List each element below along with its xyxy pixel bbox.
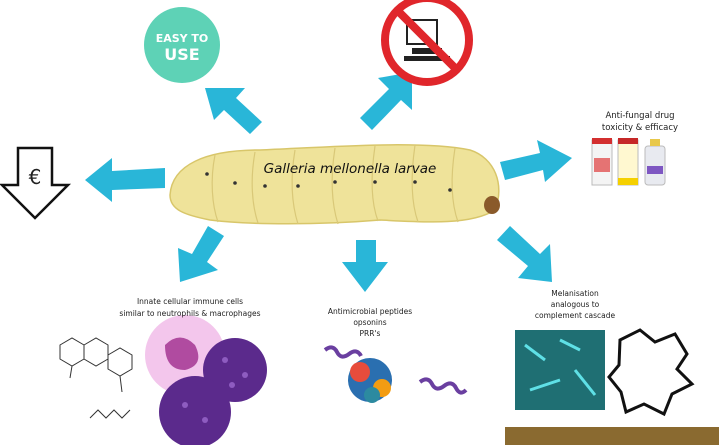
chemical-structure-image <box>59 337 133 419</box>
mel-line3: complement cascade <box>534 311 616 320</box>
larva-title: Galleria mellonella larvae <box>263 161 437 177</box>
easy-to-use-badge <box>144 7 220 83</box>
amp-label: Antimicrobial peptides opsonins PRR's <box>315 306 425 339</box>
innate-line2: similar to neutrophils & macrophages <box>119 309 261 318</box>
no-ethics-icon <box>381 0 473 86</box>
antifungal-line1: Anti-fungal drug <box>605 111 675 121</box>
arrow-to-antifungal <box>500 140 572 182</box>
arrow-to-easy-use <box>205 88 262 134</box>
mel-line2: analogous to <box>550 300 600 309</box>
arrow-to-amp <box>342 240 388 292</box>
easy-to-use-label: EASY TO USE <box>144 32 220 64</box>
tangle-sketch <box>607 328 695 417</box>
mel-line1: Melanisation <box>551 289 599 298</box>
melanisation-micrograph <box>515 330 605 410</box>
larva-image <box>169 144 500 225</box>
arrows <box>85 72 572 292</box>
easy-to-use-line1: EASY TO <box>155 32 209 45</box>
drug-vials-image <box>591 138 666 186</box>
arrow-to-melanisation <box>497 226 552 282</box>
amp-line1: Antimicrobial peptides <box>327 307 413 316</box>
immune-cells-image <box>145 315 267 445</box>
amp-line2: opsonins <box>353 318 387 327</box>
peptides-image <box>323 345 468 403</box>
euro-icon: € <box>28 165 42 189</box>
innate-line1: Innate cellular immune cells <box>136 297 244 306</box>
arrow-to-innate <box>178 226 224 282</box>
easy-to-use-line2: USE <box>164 45 200 64</box>
bottom-image-strip <box>505 427 719 445</box>
arrow-to-cost <box>85 158 165 202</box>
arrow-to-no-ethics <box>360 72 412 130</box>
antifungal-label: Anti-fungal drug toxicity & efficacy <box>565 110 715 134</box>
amp-line3: PRR's <box>359 329 381 338</box>
innate-label: Innate cellular immune cells similar to … <box>95 296 285 320</box>
melanisation-label: Melanisation analogous to complement cas… <box>520 288 630 321</box>
antifungal-line2: toxicity & efficacy <box>601 123 679 133</box>
cost-down-arrow-icon <box>0 146 72 220</box>
micrograph-detail <box>524 338 597 396</box>
